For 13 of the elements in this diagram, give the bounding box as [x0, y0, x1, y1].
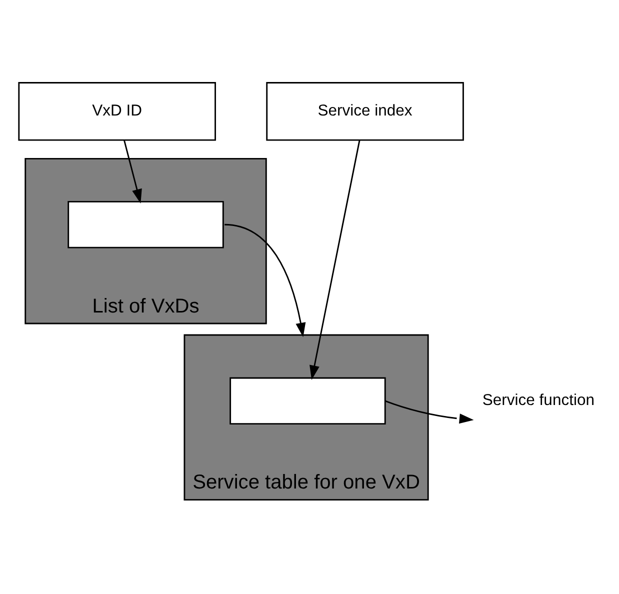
- node-box: [230, 377, 386, 425]
- cluster: [24, 158, 267, 324]
- node-label: List of VxDs: [92, 295, 200, 318]
- node-label: Service table for one VxD: [192, 472, 420, 494]
- arrow: [384, 400, 474, 424]
- arrow: [123, 140, 142, 204]
- node-text: Service function: [482, 392, 594, 409]
- node-box: Service index: [266, 82, 464, 141]
- node-box: [68, 200, 224, 248]
- node-box: VxD ID: [18, 82, 216, 141]
- cluster: [184, 334, 429, 501]
- arrow: [224, 224, 306, 338]
- arrow: [310, 140, 360, 380]
